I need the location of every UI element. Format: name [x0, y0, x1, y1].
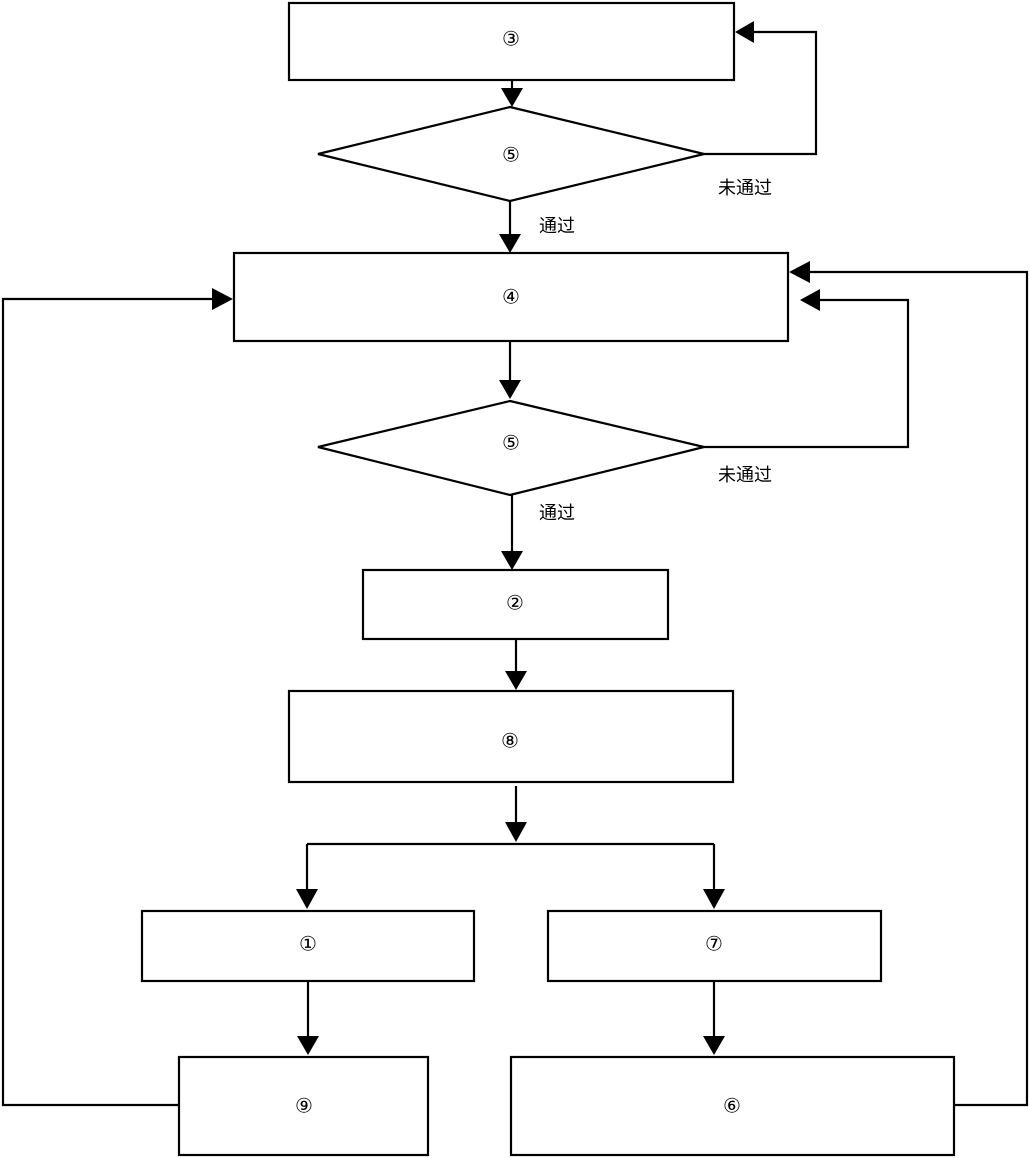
node-box-left-bottom-label: ⑨	[295, 1094, 313, 1118]
connector-top-to-diamond-1	[501, 80, 523, 107]
node-box-second: ④	[232, 251, 790, 343]
connector-right-branch-down	[703, 981, 725, 1055]
node-box-right-bottom-label: ⑥	[723, 1094, 741, 1118]
edge-label-check-2-fail: 未通过	[718, 465, 772, 486]
connector-diamond-1-pass	[499, 201, 521, 253]
connector-third-to-fourth	[505, 639, 527, 690]
connector-diamond-1-fail-loop	[704, 21, 818, 156]
node-box-third-label: ②	[506, 591, 524, 615]
decision-diamond-1: ⑤	[317, 105, 705, 203]
node-box-fourth-label: ⑧	[501, 729, 519, 753]
connector-fourth-to-split	[505, 786, 527, 842]
connector-left-feedback-loop	[1, 288, 233, 1107]
connector-left-branch-down	[297, 981, 319, 1055]
edge-label-check-1-fail: 未通过	[718, 178, 772, 199]
node-box-left-branch-label: ①	[299, 932, 317, 956]
decision-diamond-2-label: ⑤	[502, 431, 520, 455]
connector-split-branches	[296, 842, 725, 909]
connector-second-to-diamond-2	[499, 341, 521, 399]
edge-label-check-1-pass: 通过	[539, 216, 575, 237]
node-box-left-bottom: ⑨	[177, 1055, 430, 1157]
node-box-fourth: ⑧	[287, 689, 735, 784]
node-box-right-branch-label: ⑦	[705, 932, 723, 956]
node-box-second-label: ④	[502, 285, 520, 309]
decision-diamond-2: ⑤	[317, 399, 705, 497]
node-box-right-branch: ⑦	[546, 909, 883, 983]
node-box-top-label: ③	[502, 27, 520, 51]
node-box-third: ②	[361, 568, 670, 641]
node-box-right-bottom: ⑥	[509, 1055, 956, 1157]
connector-diamond-2-fail-loop	[704, 289, 910, 449]
edge-label-check-2-pass: 通过	[539, 503, 575, 524]
node-box-top: ③	[287, 1, 736, 82]
connector-diamond-2-pass	[501, 495, 523, 570]
decision-diamond-1-label: ⑤	[502, 143, 520, 167]
connector-right-feedback-loop	[789, 261, 1029, 1107]
node-box-left-branch: ①	[140, 909, 476, 983]
